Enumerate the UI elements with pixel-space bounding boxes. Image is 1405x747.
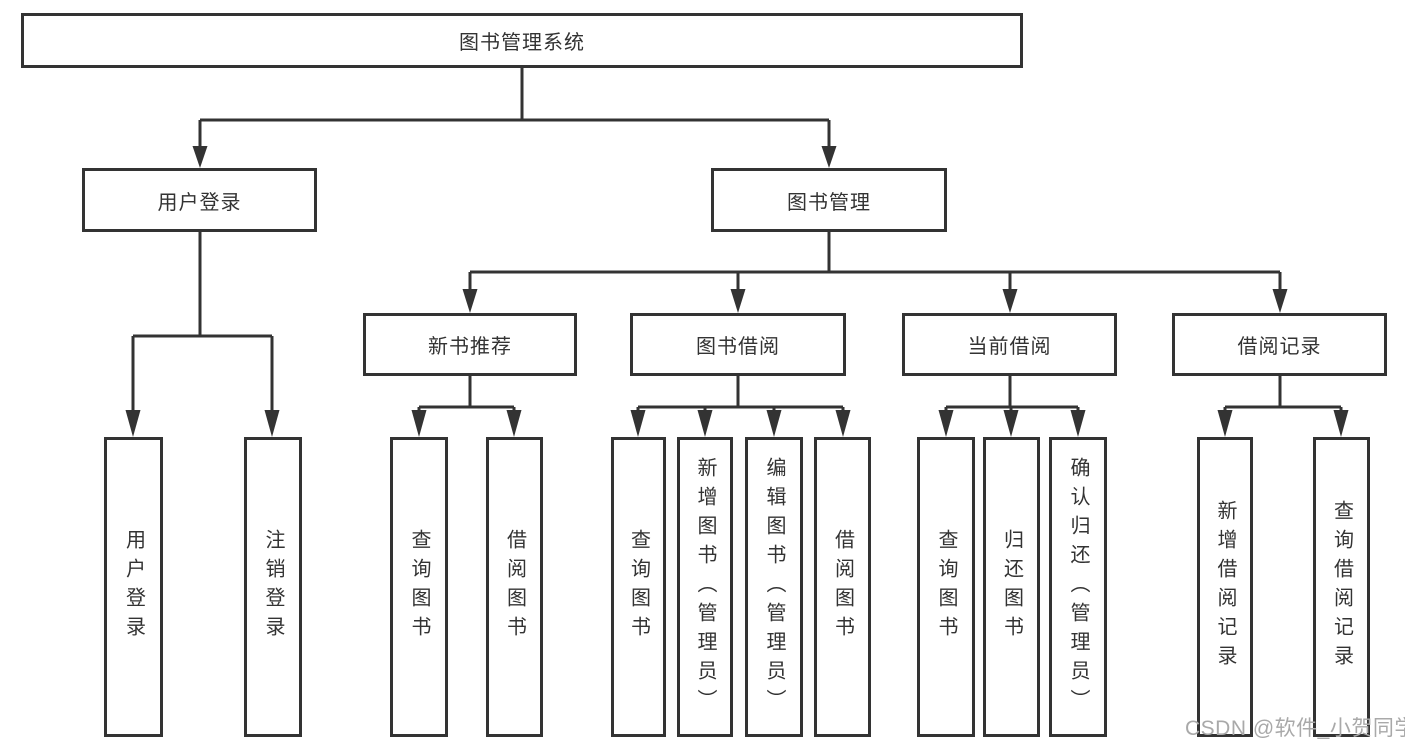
leaf-label: 借阅图书: [503, 529, 526, 645]
leaf-label: 归还图书: [1000, 529, 1023, 645]
csdn-watermark: CSDN @软件_小贺同学: [1185, 717, 1405, 740]
leaf-user-login: 用户登录: [104, 437, 163, 737]
leaf-label: 查询借阅记录: [1330, 500, 1353, 674]
leaf-confirm-return-admin: 确认归还（管理员）: [1049, 437, 1107, 737]
connector-new-book-rec-to-leaves: [411, 376, 522, 437]
leaf-label: 新增借阅记录: [1214, 500, 1236, 674]
node-label: 新书推荐: [428, 336, 512, 358]
arrowhead-icon: [1217, 410, 1233, 437]
leaf-query-books-borrowing: 查询图书: [611, 437, 666, 737]
connector-book-mgmt-to-sections: [462, 232, 1288, 313]
node-current-borrowing: 当前借阅: [902, 313, 1117, 376]
arrowhead-icon: [264, 410, 280, 437]
arrowhead-icon: [125, 410, 141, 437]
connector-root-to-branches: [192, 68, 837, 168]
leaf-label: 查询图书: [935, 529, 957, 645]
leaf-label: 用户登录: [122, 529, 145, 645]
connector-user-login-to-leaves: [125, 232, 280, 437]
connector-current-borrow-to-leaves: [938, 376, 1086, 437]
connector-borrow-records-to-leaves: [1217, 376, 1349, 437]
connector-book-borrow-to-leaves: [630, 376, 851, 437]
arrowhead-icon: [192, 146, 208, 168]
node-book-borrowing: 图书借阅: [630, 313, 846, 376]
node-user-login: 用户登录: [82, 168, 317, 232]
arrowhead-icon: [630, 410, 646, 437]
leaf-query-books-recommend: 查询图书: [390, 437, 448, 737]
leaf-add-book-admin: 新增图书（管理员）: [677, 437, 733, 737]
leaf-edit-book-admin: 编辑图书（管理员）: [745, 437, 803, 737]
arrowhead-icon: [1272, 289, 1288, 313]
leaf-label: 编辑图书（管理员）: [763, 456, 785, 718]
leaf-query-books-current: 查询图书: [917, 437, 975, 737]
arrowhead-icon: [766, 410, 782, 437]
leaf-label: 确认归还（管理员）: [1067, 456, 1089, 718]
arrowhead-icon: [506, 410, 522, 437]
arrowhead-icon: [411, 410, 427, 437]
arrowhead-icon: [1003, 410, 1019, 437]
arrowhead-icon: [1333, 410, 1349, 437]
node-label: 当前借阅: [967, 336, 1052, 358]
arrowhead-icon: [730, 289, 746, 313]
node-label: 图书借阅: [696, 336, 780, 358]
arrowhead-icon: [697, 410, 713, 437]
node-label: 图书管理系统: [459, 32, 585, 54]
leaf-borrow-books-borrowing: 借阅图书: [814, 437, 871, 737]
node-borrow-records: 借阅记录: [1172, 313, 1387, 376]
leaf-logout: 注销登录: [244, 437, 302, 737]
arrowhead-icon: [938, 410, 954, 437]
arrowhead-icon: [835, 410, 851, 437]
leaf-query-borrow-record: 查询借阅记录: [1313, 437, 1370, 737]
node-root-system: 图书管理系统: [21, 13, 1023, 68]
arrowhead-icon: [1070, 410, 1086, 437]
leaf-label: 注销登录: [262, 529, 284, 645]
arrowhead-icon: [821, 146, 837, 168]
leaf-borrow-books-recommend: 借阅图书: [486, 437, 543, 737]
leaf-label: 借阅图书: [831, 529, 854, 645]
node-label: 借阅记录: [1237, 336, 1322, 358]
leaf-label: 查询图书: [408, 529, 430, 645]
arrowhead-icon: [462, 289, 478, 313]
node-label: 图书管理: [787, 191, 871, 214]
leaf-return-book: 归还图书: [983, 437, 1040, 737]
leaf-add-borrow-record: 新增借阅记录: [1197, 437, 1253, 737]
arrowhead-icon: [1002, 289, 1018, 313]
leaf-label: 查询图书: [627, 529, 650, 645]
node-book-management: 图书管理: [711, 168, 947, 232]
leaf-label: 新增图书（管理员）: [694, 456, 716, 718]
node-new-book-recommend: 新书推荐: [363, 313, 577, 376]
node-label: 用户登录: [157, 191, 242, 214]
